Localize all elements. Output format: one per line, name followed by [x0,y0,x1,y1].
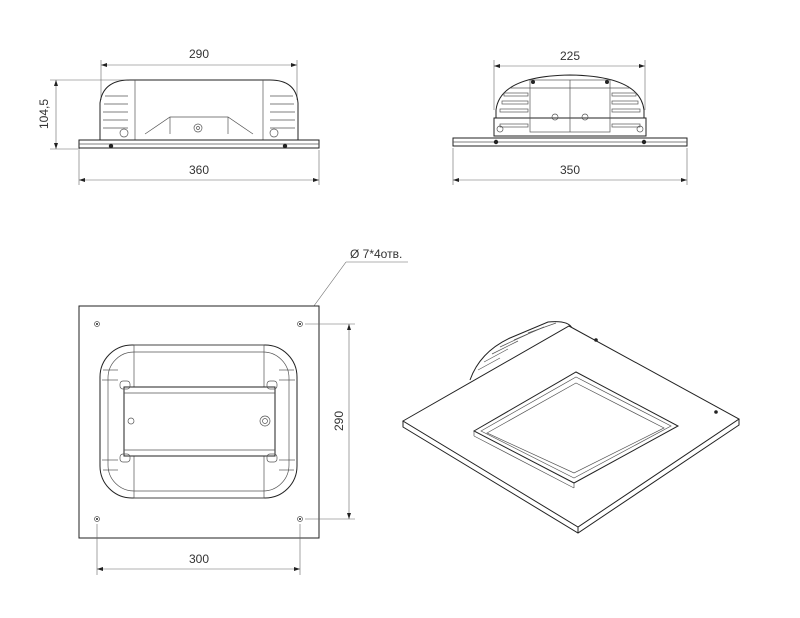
plan-width-label: 300 [189,552,209,566]
front-height-label: 104,5 [37,99,51,129]
front-top-width-label: 290 [189,47,209,61]
front-view: 290 104,5 [37,47,320,185]
side-top-width-label: 225 [560,49,580,63]
isometric-view [402,321,740,534]
front-base-width-label: 360 [189,163,209,177]
plan-view: Ø 7*4отв. [78,247,408,575]
side-base-width-label: 350 [560,163,580,177]
holes-note-label: Ø 7*4отв. [350,247,402,261]
plan-height-label: 290 [332,411,346,431]
side-view: 225 [452,49,688,185]
